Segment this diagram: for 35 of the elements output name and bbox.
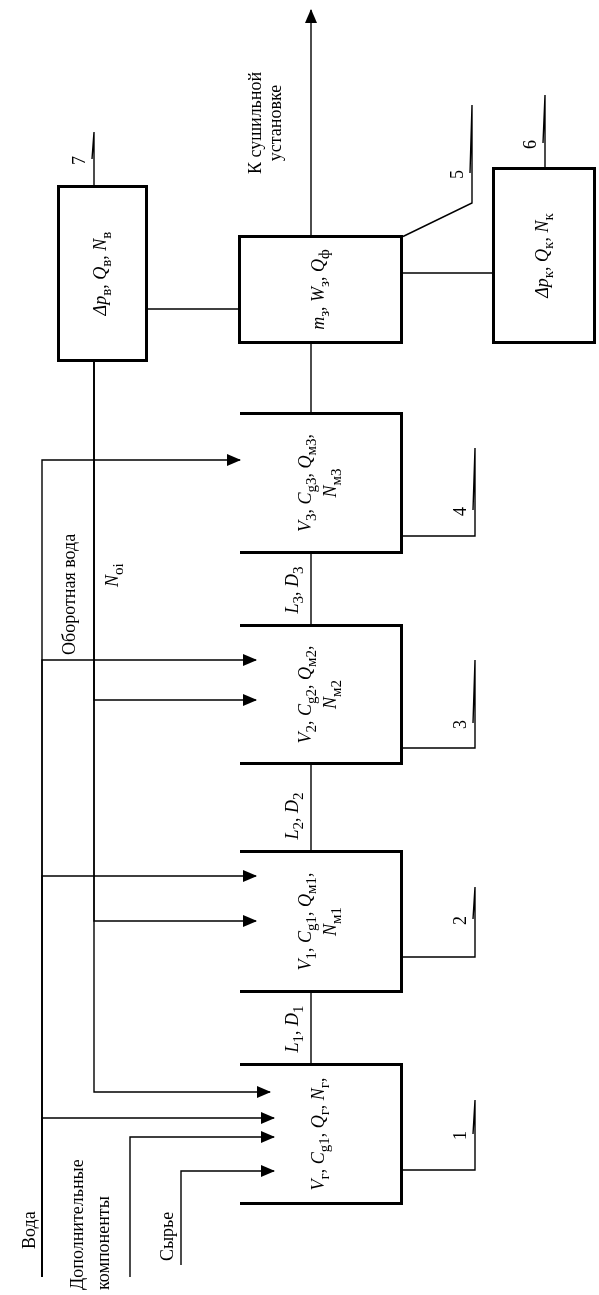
- process-box: [240, 412, 403, 554]
- process-box: [492, 167, 596, 344]
- callout-number: 4: [451, 504, 473, 516]
- process-box: [238, 235, 403, 344]
- process-box: [240, 1063, 403, 1205]
- leader-line: [402, 447, 476, 537]
- process-box: [240, 624, 403, 765]
- connector-line: [400, 272, 495, 274]
- connector-line: [145, 308, 241, 310]
- callout-number: 7: [70, 153, 92, 165]
- annotation: Оборотная вода: [60, 533, 80, 655]
- leader-line: [91, 131, 95, 188]
- flow-label: Сырье: [156, 1193, 181, 1265]
- callout-number: 3: [451, 717, 473, 729]
- callout-number: 2: [451, 913, 473, 925]
- leader-line: [402, 104, 473, 238]
- connector-line: [310, 992, 312, 1064]
- connector-line: [310, 553, 312, 625]
- flow-arrow: [180, 1165, 275, 1266]
- flow-arrow: [305, 9, 317, 238]
- leader-line: [402, 1099, 476, 1171]
- connector-line: [310, 764, 312, 851]
- process-box: [57, 185, 148, 362]
- callout-number: 5: [448, 167, 470, 179]
- leader-line: [402, 659, 476, 749]
- callout-number: 1: [451, 1128, 473, 1140]
- flow-label: Вода: [18, 1203, 42, 1251]
- flow-arrow: [129, 1131, 275, 1278]
- callout-number: 6: [521, 137, 543, 149]
- leader-line: [542, 94, 546, 170]
- process-box: [240, 850, 403, 993]
- connector-line: [310, 341, 312, 413]
- flow-arrow: [93, 359, 257, 706]
- flow-label: Дополнительные компоненты: [64, 1150, 130, 1290]
- leader-line: [402, 886, 476, 958]
